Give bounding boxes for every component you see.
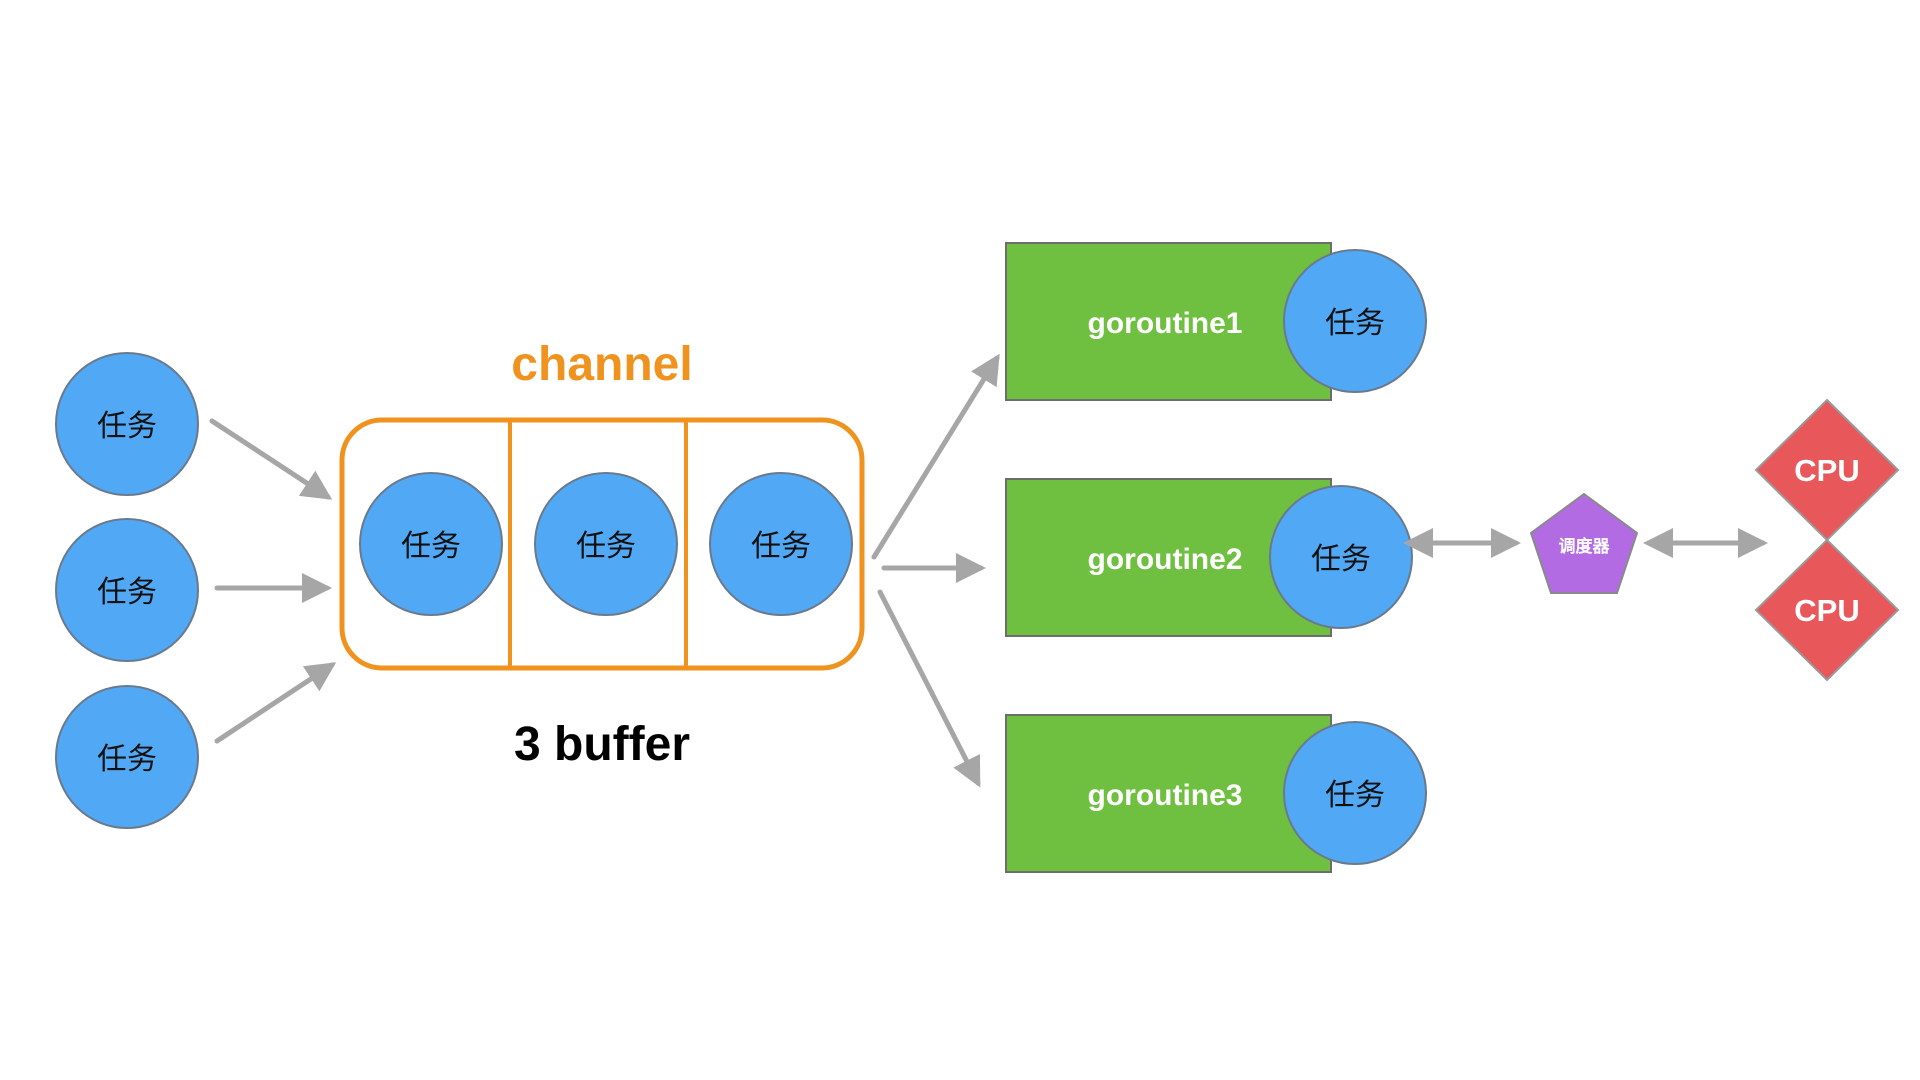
buffer-caption: 3 buffer — [514, 718, 690, 771]
input-task-2: 任务 — [55, 518, 199, 662]
input-task-1-label: 任务 — [97, 409, 157, 444]
buffer-task-1-label: 任务 — [401, 529, 461, 564]
goroutine-1: goroutine1 任务 — [1005, 242, 1427, 401]
arrow-channel-to-goroutine1 — [871, 353, 1000, 560]
buffer-task-2: 任务 — [534, 472, 678, 616]
cpu-1-label: CPU — [1794, 453, 1859, 488]
channel-buffer: 任务 任务 任务 — [339, 417, 865, 671]
input-task-2-label: 任务 — [97, 575, 157, 610]
scheduler-label: 调度器 — [1559, 536, 1611, 557]
buffer-task-3: 任务 — [709, 472, 853, 616]
goroutine-2: goroutine2 任务 — [1005, 478, 1413, 637]
goroutine-3-label: goroutine3 — [1088, 779, 1243, 812]
goroutine-1-task-label: 任务 — [1325, 306, 1385, 341]
buffer-task-1: 任务 — [359, 472, 503, 616]
arrow-channel-to-goroutine3 — [877, 589, 981, 788]
channel-title: channel — [511, 338, 692, 391]
cpu-1: CPU — [1754, 398, 1900, 542]
arrow-task1-to-channel — [209, 418, 333, 500]
goroutine-1-label: goroutine1 — [1088, 307, 1243, 340]
input-task-3-label: 任务 — [97, 742, 157, 777]
goroutine-3: goroutine3 任务 — [1005, 714, 1427, 873]
arrow-task3-to-channel — [214, 662, 337, 744]
scheduler: 调度器 — [1529, 492, 1639, 594]
goroutine-2-task-label: 任务 — [1311, 542, 1371, 577]
cpu-2: CPU — [1754, 538, 1900, 682]
goroutine-3-task-label: 任务 — [1325, 778, 1385, 813]
input-task-1: 任务 — [55, 352, 199, 496]
buffer-task-2-label: 任务 — [576, 529, 636, 564]
cpu-2-label: CPU — [1794, 593, 1859, 628]
input-task-3: 任务 — [55, 685, 199, 829]
goroutine-2-label: goroutine2 — [1088, 543, 1243, 576]
buffer-task-3-label: 任务 — [751, 529, 811, 564]
